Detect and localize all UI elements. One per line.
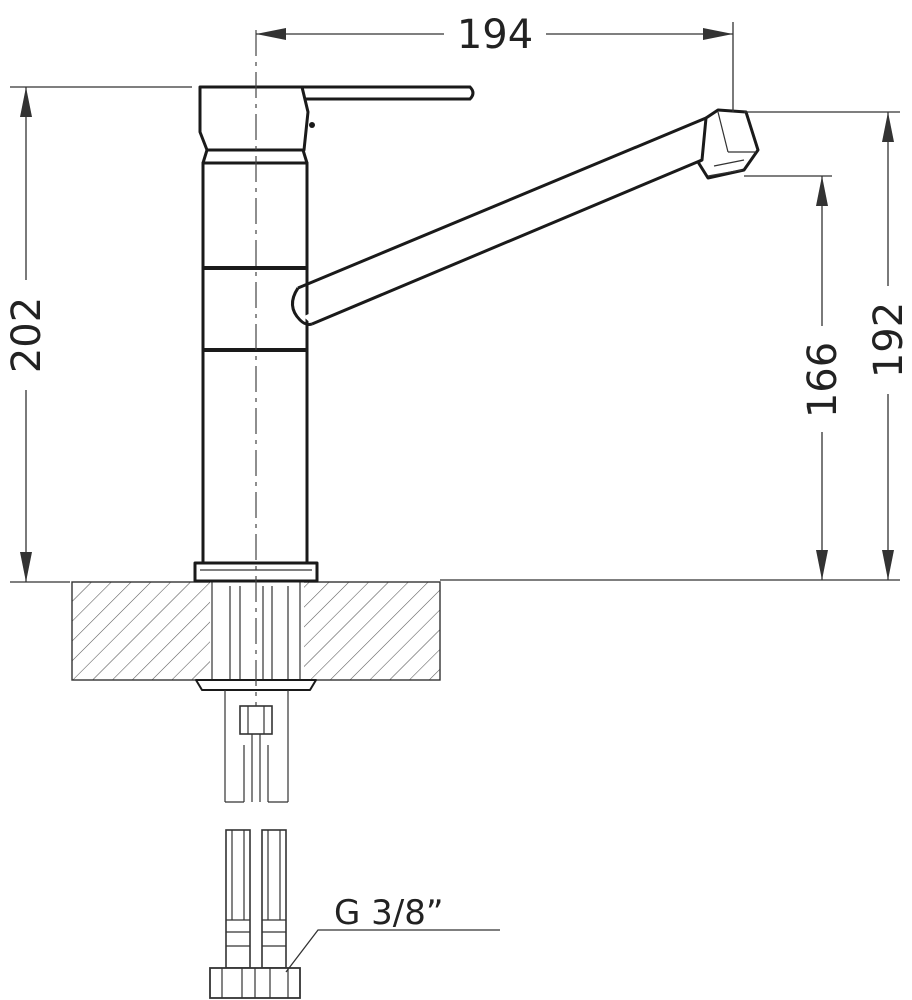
dimension-label-166: 166 [800,342,846,418]
mounting-pipes [211,582,301,680]
dimension-label-194: 194 [457,12,533,58]
dimension-spout-height: 192 [744,111,912,580]
dimension-outlet-clearance: 166 [744,175,846,580]
hose-right [261,829,287,969]
dimension-label-192: 192 [866,302,912,378]
thread-callout: G 3/8” [285,893,500,973]
thread-label: G 3/8” [334,893,444,933]
cartridge-cap [201,148,309,165]
handle-block [198,85,310,152]
dimension-total-height: 202 [4,86,192,583]
spout-aerator [696,108,760,180]
dimension-spout-reach: 194 [256,12,734,112]
fixing-nut [239,705,273,735]
countertop-hole [210,582,304,680]
connector-nuts [209,967,301,999]
handle-arm [302,85,475,101]
dimension-label-202: 202 [4,297,50,373]
body-column [201,161,309,565]
spout [291,108,760,326]
supply-hoses [209,690,301,999]
hose-left [225,829,251,969]
faucet-body [193,148,319,583]
handle-lever [198,85,475,152]
